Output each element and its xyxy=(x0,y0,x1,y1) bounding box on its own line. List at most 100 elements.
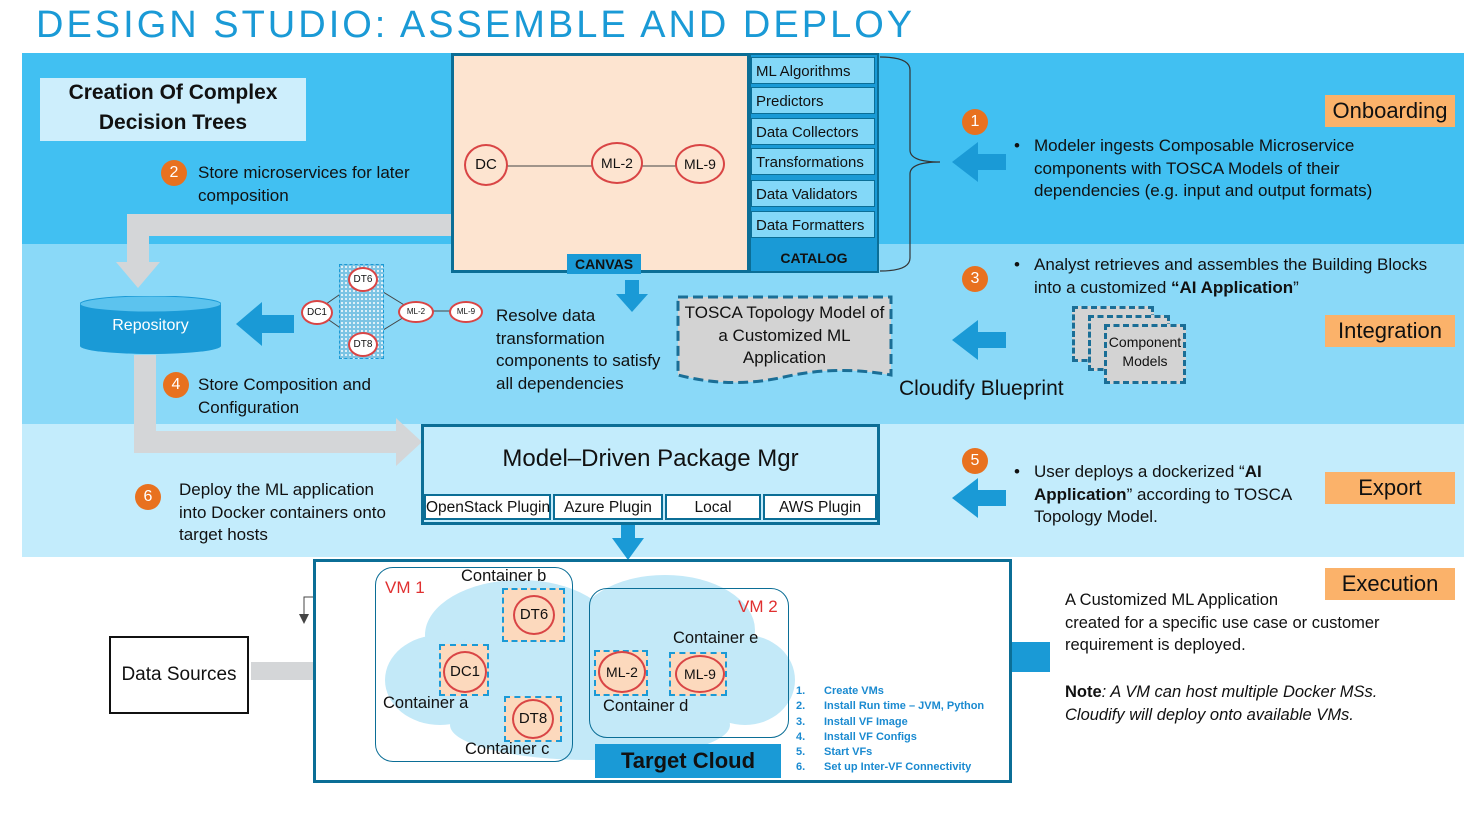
step-4-text: Store Composition and Configuration xyxy=(198,373,371,419)
data-sources-label: Data Sources xyxy=(121,664,237,685)
step-6-badge: 6 xyxy=(135,484,161,510)
step-4-badge: 4 xyxy=(163,372,189,398)
step-2-text: Store microservices for later compositio… xyxy=(198,161,410,207)
step-3-text: Analyst retrieves and assembles the Buil… xyxy=(1014,254,1428,300)
composition-graph-lines xyxy=(315,278,462,344)
catalog-item-data-validators[interactable]: Data Validators xyxy=(751,180,875,207)
tosca-line2: a Customized ML xyxy=(718,325,851,345)
resolve-line3: components to satisfy xyxy=(496,351,661,370)
comp-node-dt8: DT8 xyxy=(348,332,378,357)
container-c-label: Container c xyxy=(465,740,550,758)
stage-execution: Execution xyxy=(1325,568,1455,600)
deployment-steps-list: 1.Create VMs 2.Install Run time – JVM, P… xyxy=(796,684,984,776)
step-4-line2: Configuration xyxy=(198,398,300,417)
plugin-aws[interactable]: AWS Plugin xyxy=(763,494,877,520)
step-3-line2: into a customized “AI Application” xyxy=(1034,277,1427,300)
execution-note: Note: A VM can host multiple Docker MSs.… xyxy=(1065,681,1425,726)
deploy-flow-arrow xyxy=(134,355,400,453)
tosca-doc-shape xyxy=(676,295,893,385)
canvas-node-ml2[interactable]: ML-2 xyxy=(591,142,643,184)
step-5-pre: User deploys a dockerized “ xyxy=(1034,462,1245,481)
resolve-line2: transformation xyxy=(496,328,605,348)
step-3-badge: 3 xyxy=(962,266,988,292)
component-line2: Models xyxy=(1122,353,1168,369)
data-sources-box[interactable]: Data Sources xyxy=(109,636,249,714)
package-manager-title: Model–Driven Package Mgr xyxy=(502,445,799,472)
comp-node-dc1: DC1 xyxy=(301,300,333,325)
deploy-step-3: 3.Install VF Image xyxy=(796,715,908,728)
step-2-line2: composition xyxy=(198,186,289,205)
step-5-badge: 5 xyxy=(962,448,988,474)
step-5-bold: AI Application xyxy=(1034,462,1262,504)
catalog-bracket xyxy=(879,56,941,272)
blue-arrow-pkg-down xyxy=(612,524,644,560)
catalog-label: CATALOG xyxy=(780,250,848,266)
resolve-text: Resolve data transformation components t… xyxy=(496,305,660,395)
canvas-node-ml9-label: ML-9 xyxy=(684,156,716,172)
step-5-text: User deploys a dockerized “AI Applicatio… xyxy=(1014,461,1314,529)
plugin-local[interactable]: Local xyxy=(665,494,761,520)
cloudify-blueprint-label: Cloudify Blueprint xyxy=(899,377,1064,400)
container-e-label: Container e xyxy=(673,629,759,647)
step-6-line3: target hosts xyxy=(179,525,268,544)
catalog-item-data-collectors[interactable]: Data Collectors xyxy=(751,118,875,145)
note-label: Note xyxy=(1065,683,1102,701)
step-6-line2: into Docker containers onto xyxy=(179,502,386,522)
deploy-step-4: 4.Install VF Configs xyxy=(796,730,917,743)
canvas-node-dc[interactable]: DC xyxy=(464,144,508,186)
step-2-line1: Store microservices for later xyxy=(198,163,410,182)
vm1-frame xyxy=(375,567,573,762)
comp-node-dt6-label: DT6 xyxy=(353,274,373,285)
exec-node-ml9-label: ML-9 xyxy=(684,666,716,682)
deploy-step-5: 5.Start VFs xyxy=(796,746,873,759)
comp-node-dc1-label: DC1 xyxy=(306,307,327,318)
catalog-item-data-formatters[interactable]: Data Formatters xyxy=(751,211,875,238)
exec-node-ml9[interactable]: ML-9 xyxy=(675,655,725,693)
step-2-badge: 2 xyxy=(161,160,187,186)
execution-desc-line1: A Customized ML Application xyxy=(1065,591,1279,609)
stage-onboarding: Onboarding xyxy=(1325,95,1455,127)
page-title: DESIGN STUDIO: ASSEMBLE AND DEPLOY xyxy=(36,4,916,46)
step-5-post: ” according to TOSCA Topology Model. xyxy=(1034,484,1292,527)
step-4-line1: Store Composition and xyxy=(198,375,371,394)
deploy-step-2: 2.Install Run time – JVM, Python xyxy=(796,700,985,713)
tosca-line1: TOSCA Topology Model of xyxy=(684,303,885,322)
vm2-label: VM 2 xyxy=(738,597,778,616)
note-text: : A VM can host multiple Docker MSs. Clo… xyxy=(1065,683,1378,724)
step-1-badge: 1 xyxy=(962,109,988,135)
resolve-line4: all dependencies xyxy=(496,373,624,393)
repository-shape xyxy=(80,296,221,354)
store-flow-arrowhead xyxy=(116,262,160,288)
blue-arrow-canvas-down xyxy=(616,280,648,312)
container-d-label: Container d xyxy=(603,697,689,715)
plugin-openstack[interactable]: OpenStack Plugin xyxy=(424,494,551,520)
exec-node-dt8[interactable]: DT8 xyxy=(512,699,554,739)
exec-node-dt6[interactable]: DT6 xyxy=(513,595,555,635)
repository-label: Repository xyxy=(112,317,189,334)
stage-export: Export xyxy=(1325,472,1455,504)
execution-desc: A Customized ML Application created for … xyxy=(1065,589,1380,657)
plugin-azure[interactable]: Azure Plugin xyxy=(553,494,663,520)
step-1-text: Modeler ingests Composable Microservice … xyxy=(1014,135,1414,203)
canvas-node-ml9[interactable]: ML-9 xyxy=(675,144,725,184)
deploy-step-6: 6.Set up Inter-VF Connectivity xyxy=(796,761,972,774)
tosca-line3: Application xyxy=(742,348,827,367)
canvas-label: CANVAS xyxy=(567,254,641,274)
feedback-arrowhead xyxy=(299,614,309,624)
step-3-line2-post: ” xyxy=(1293,277,1299,297)
catalog-item-transformations[interactable]: Transformations xyxy=(751,148,875,175)
comp-node-ml9-label: ML-9 xyxy=(456,307,476,316)
stage-integration: Integration xyxy=(1325,315,1455,347)
comp-node-ml9: ML-9 xyxy=(449,301,483,323)
exec-node-ml2[interactable]: ML-2 xyxy=(598,651,646,693)
store-flow-arrow xyxy=(127,214,452,265)
catalog-item-predictors[interactable]: Predictors xyxy=(751,87,875,114)
exec-node-dc1[interactable]: DC1 xyxy=(443,651,487,693)
step-3-line2-bold: “AI Application xyxy=(1171,277,1294,297)
container-a-label: Container a xyxy=(383,694,469,712)
repository-cylinder[interactable]: Repository xyxy=(80,296,221,354)
deploy-flow-arrowhead xyxy=(396,418,422,466)
blue-arrow-export xyxy=(952,478,1006,518)
catalog-item-ml-algorithms[interactable]: ML Algorithms xyxy=(751,57,875,84)
step-3-line1: Analyst retrieves and assembles the Buil… xyxy=(1034,255,1428,274)
